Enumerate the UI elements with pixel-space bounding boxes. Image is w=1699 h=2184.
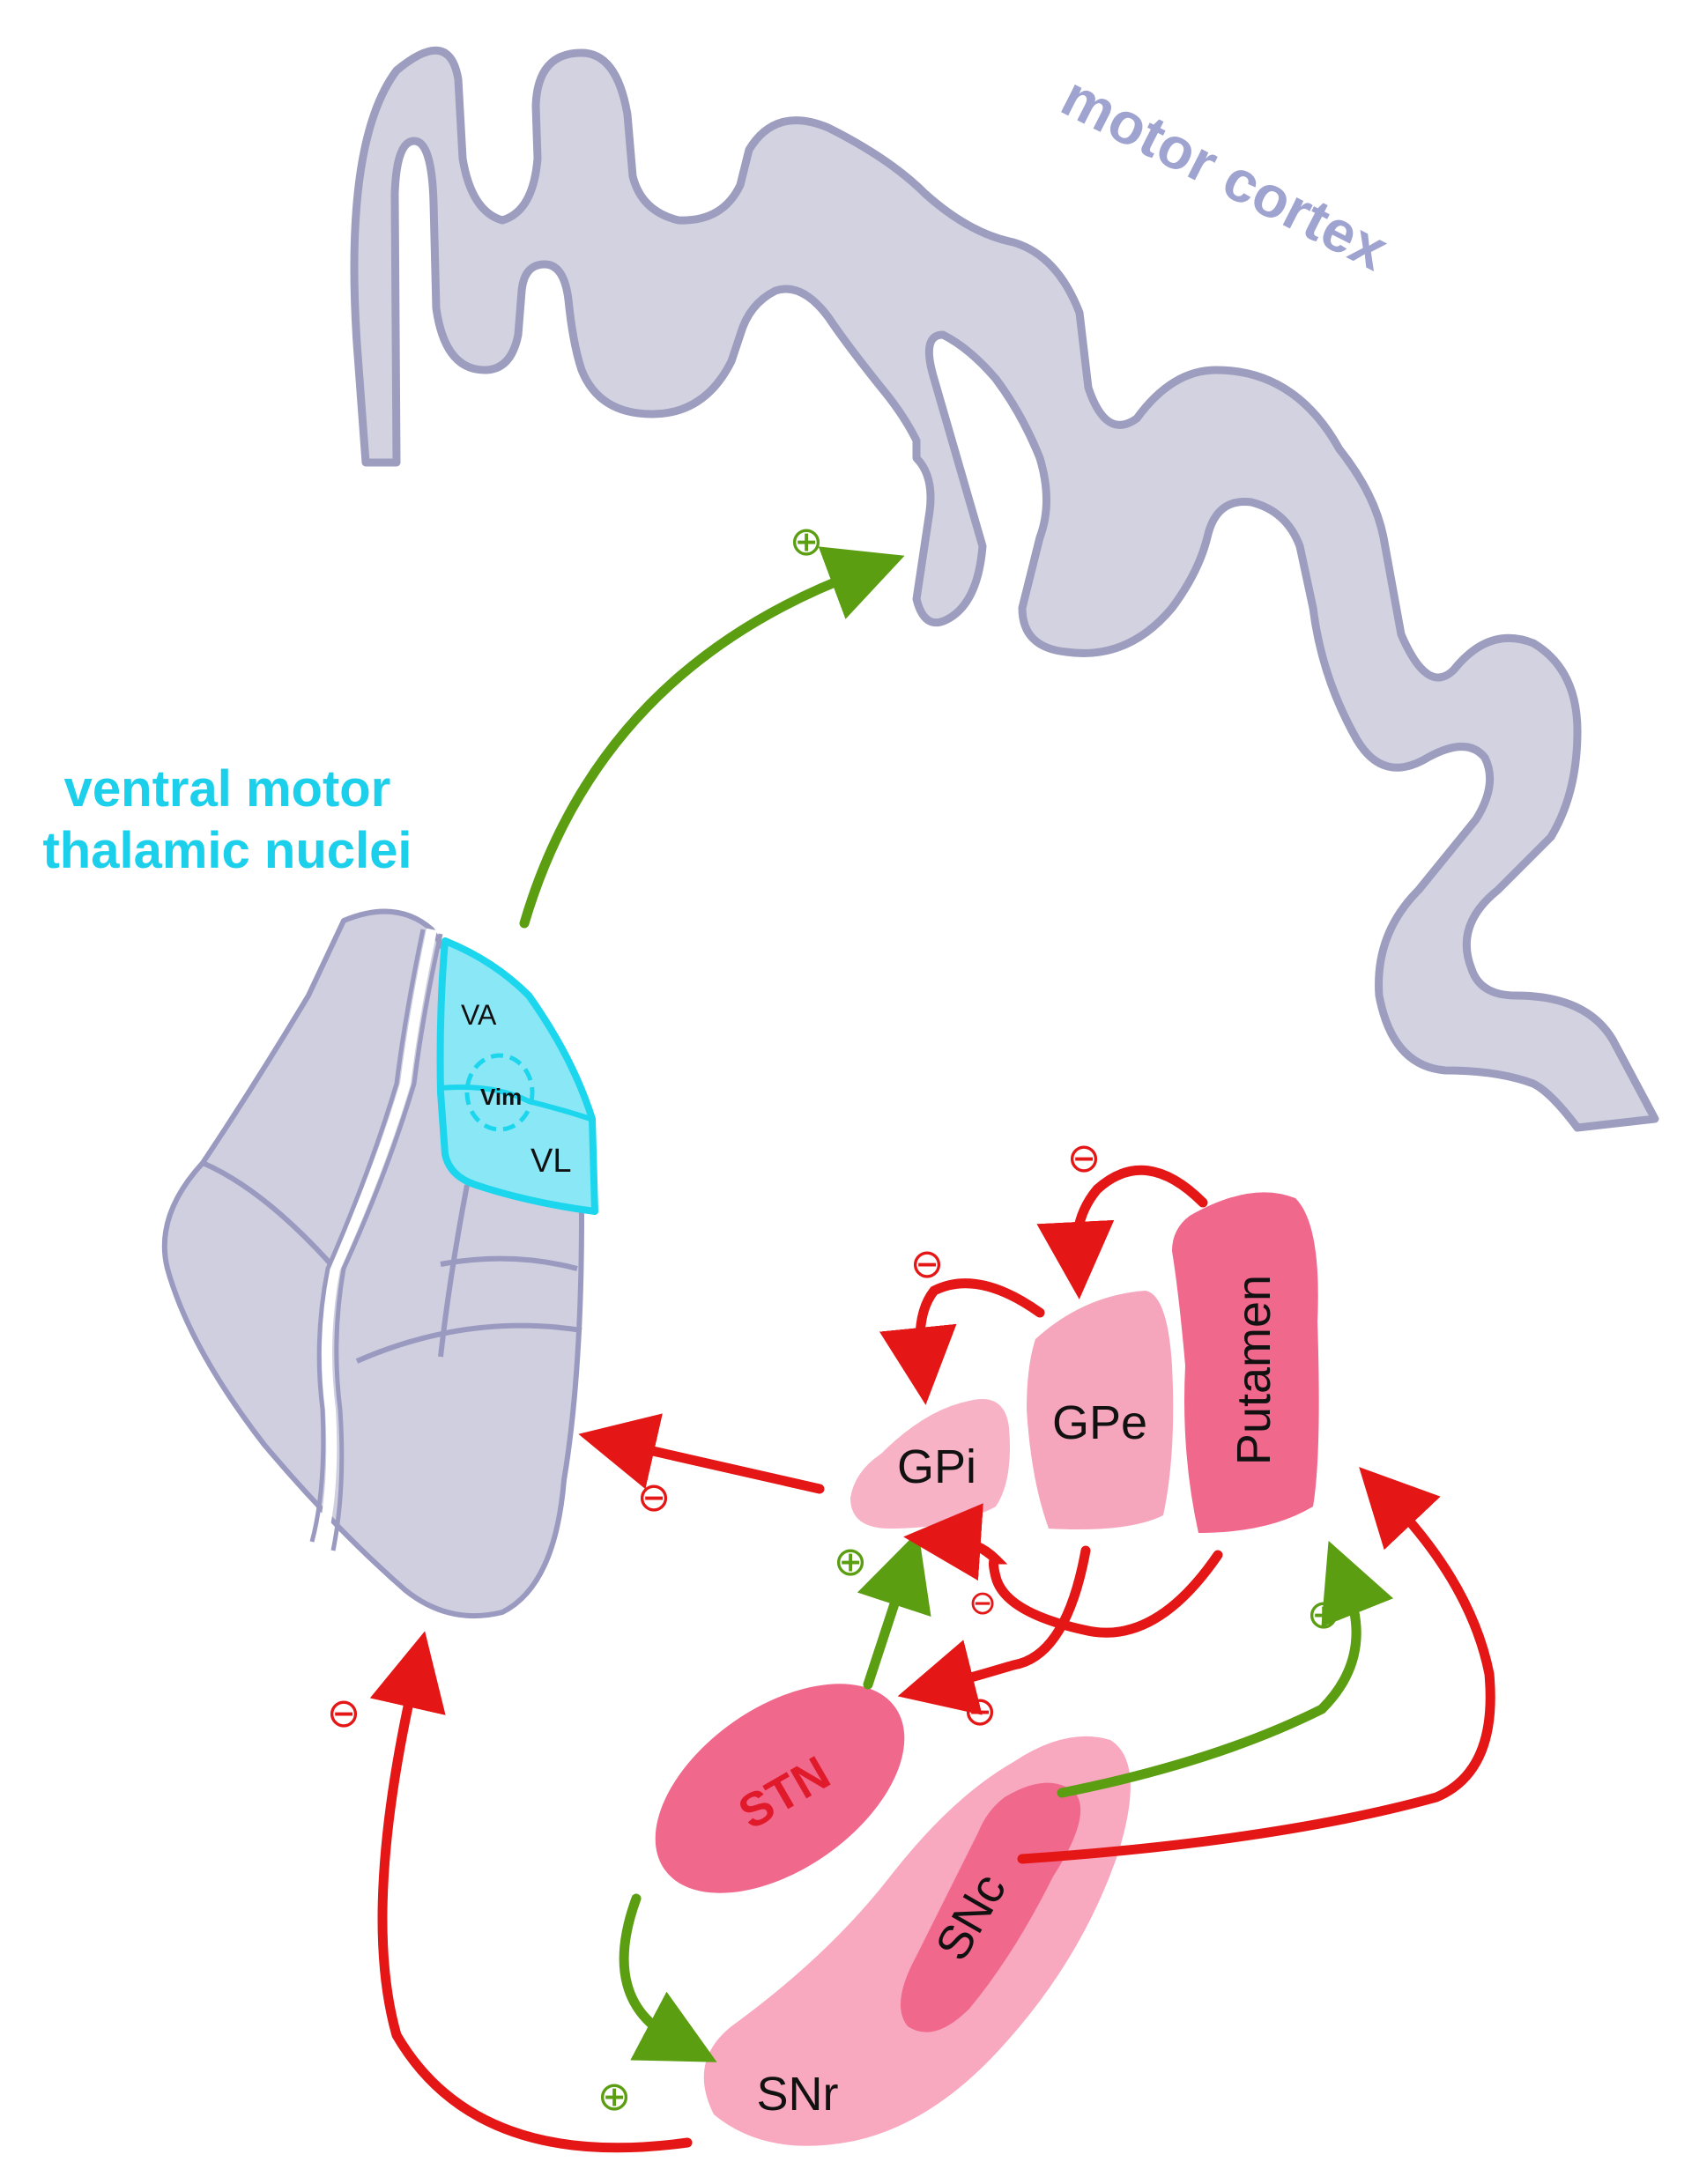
gpi	[850, 1399, 1010, 1529]
excitatory-sign-stn-gpi: ⊕	[834, 1537, 868, 1585]
inhibitory-sign-gpi-thalamus: ⊖	[637, 1473, 671, 1521]
arrow-gpi-to-thalamus	[578, 1413, 825, 1494]
putamen-label: Putamen	[1228, 1275, 1280, 1465]
stn	[655, 1684, 905, 1893]
vim-nucleus-outline	[464, 1053, 535, 1132]
thalamus-white-matter-lamina	[316, 928, 437, 1544]
thalamus-title-line2: thalamic nuclei	[42, 822, 412, 879]
arrow-snr-to-thalamus	[369, 1631, 693, 2153]
arrow-gpe-to-stn	[897, 1545, 1091, 1715]
arrow-putamen-to-gpi	[903, 1503, 1223, 1638]
motor-cortex-ribbon	[350, 46, 1659, 1132]
gpe	[1027, 1291, 1174, 1529]
gpi-label: GPi	[897, 1440, 976, 1493]
inhibitory-sign-gpe-gpi: ⊖	[910, 1240, 945, 1287]
excitatory-sign-snc-putamen: ⊕	[1307, 1590, 1341, 1638]
arrow-stn-to-snr	[619, 1893, 717, 2062]
excitatory-sign-cortex: ⊕	[790, 517, 824, 565]
inhibitory-sign-putamen-gpi: ⊖	[968, 1583, 997, 1622]
ventral-motor-nuclei	[436, 937, 598, 1215]
inhibitory-sign-putamen-gpe: ⊖	[1067, 1134, 1102, 1181]
thalamus-division-line	[201, 1160, 338, 1270]
putamen	[1172, 1192, 1319, 1533]
inhibitory-sign-gpe-stn: ⊖	[963, 1687, 998, 1735]
arrow-stn-to-gpi	[857, 1530, 931, 1690]
gpe-label: GPe	[1052, 1396, 1147, 1449]
thalamus-lamina-edge	[330, 933, 443, 1551]
va-label: VA	[461, 999, 497, 1031]
arrow-gpe-to-gpi	[879, 1278, 1045, 1405]
arrow-snc-to-putamen-excitatory	[1057, 1540, 1394, 1798]
inhibitory-sign-snr-thalamus: ⊖	[327, 1689, 361, 1736]
thalamus: VA Vim VL	[161, 908, 598, 1619]
snc	[901, 1782, 1081, 2032]
va-vl-border	[440, 1085, 591, 1122]
snr-label: SNr	[757, 2068, 839, 2121]
arrow-putamen-to-gpe	[1036, 1165, 1208, 1299]
vl-label: VL	[530, 1143, 571, 1180]
thalamus-title-line1: ventral motor	[64, 760, 391, 818]
arrow-snc-to-putamen-inhibitory	[1017, 1467, 1495, 1864]
vim-label: Vim	[480, 1084, 522, 1110]
motor-cortex-label: motor cortex	[1052, 63, 1399, 283]
arrow-thalamus-to-cortex	[519, 546, 905, 929]
thalamus-division-line	[355, 1322, 582, 1364]
excitatory-sign-stn-snr: ⊕	[597, 2072, 632, 2120]
thalamus-lamina-edge	[309, 929, 426, 1543]
thalamus-division-line	[440, 1255, 578, 1271]
thalamus-division-line	[438, 1184, 470, 1358]
